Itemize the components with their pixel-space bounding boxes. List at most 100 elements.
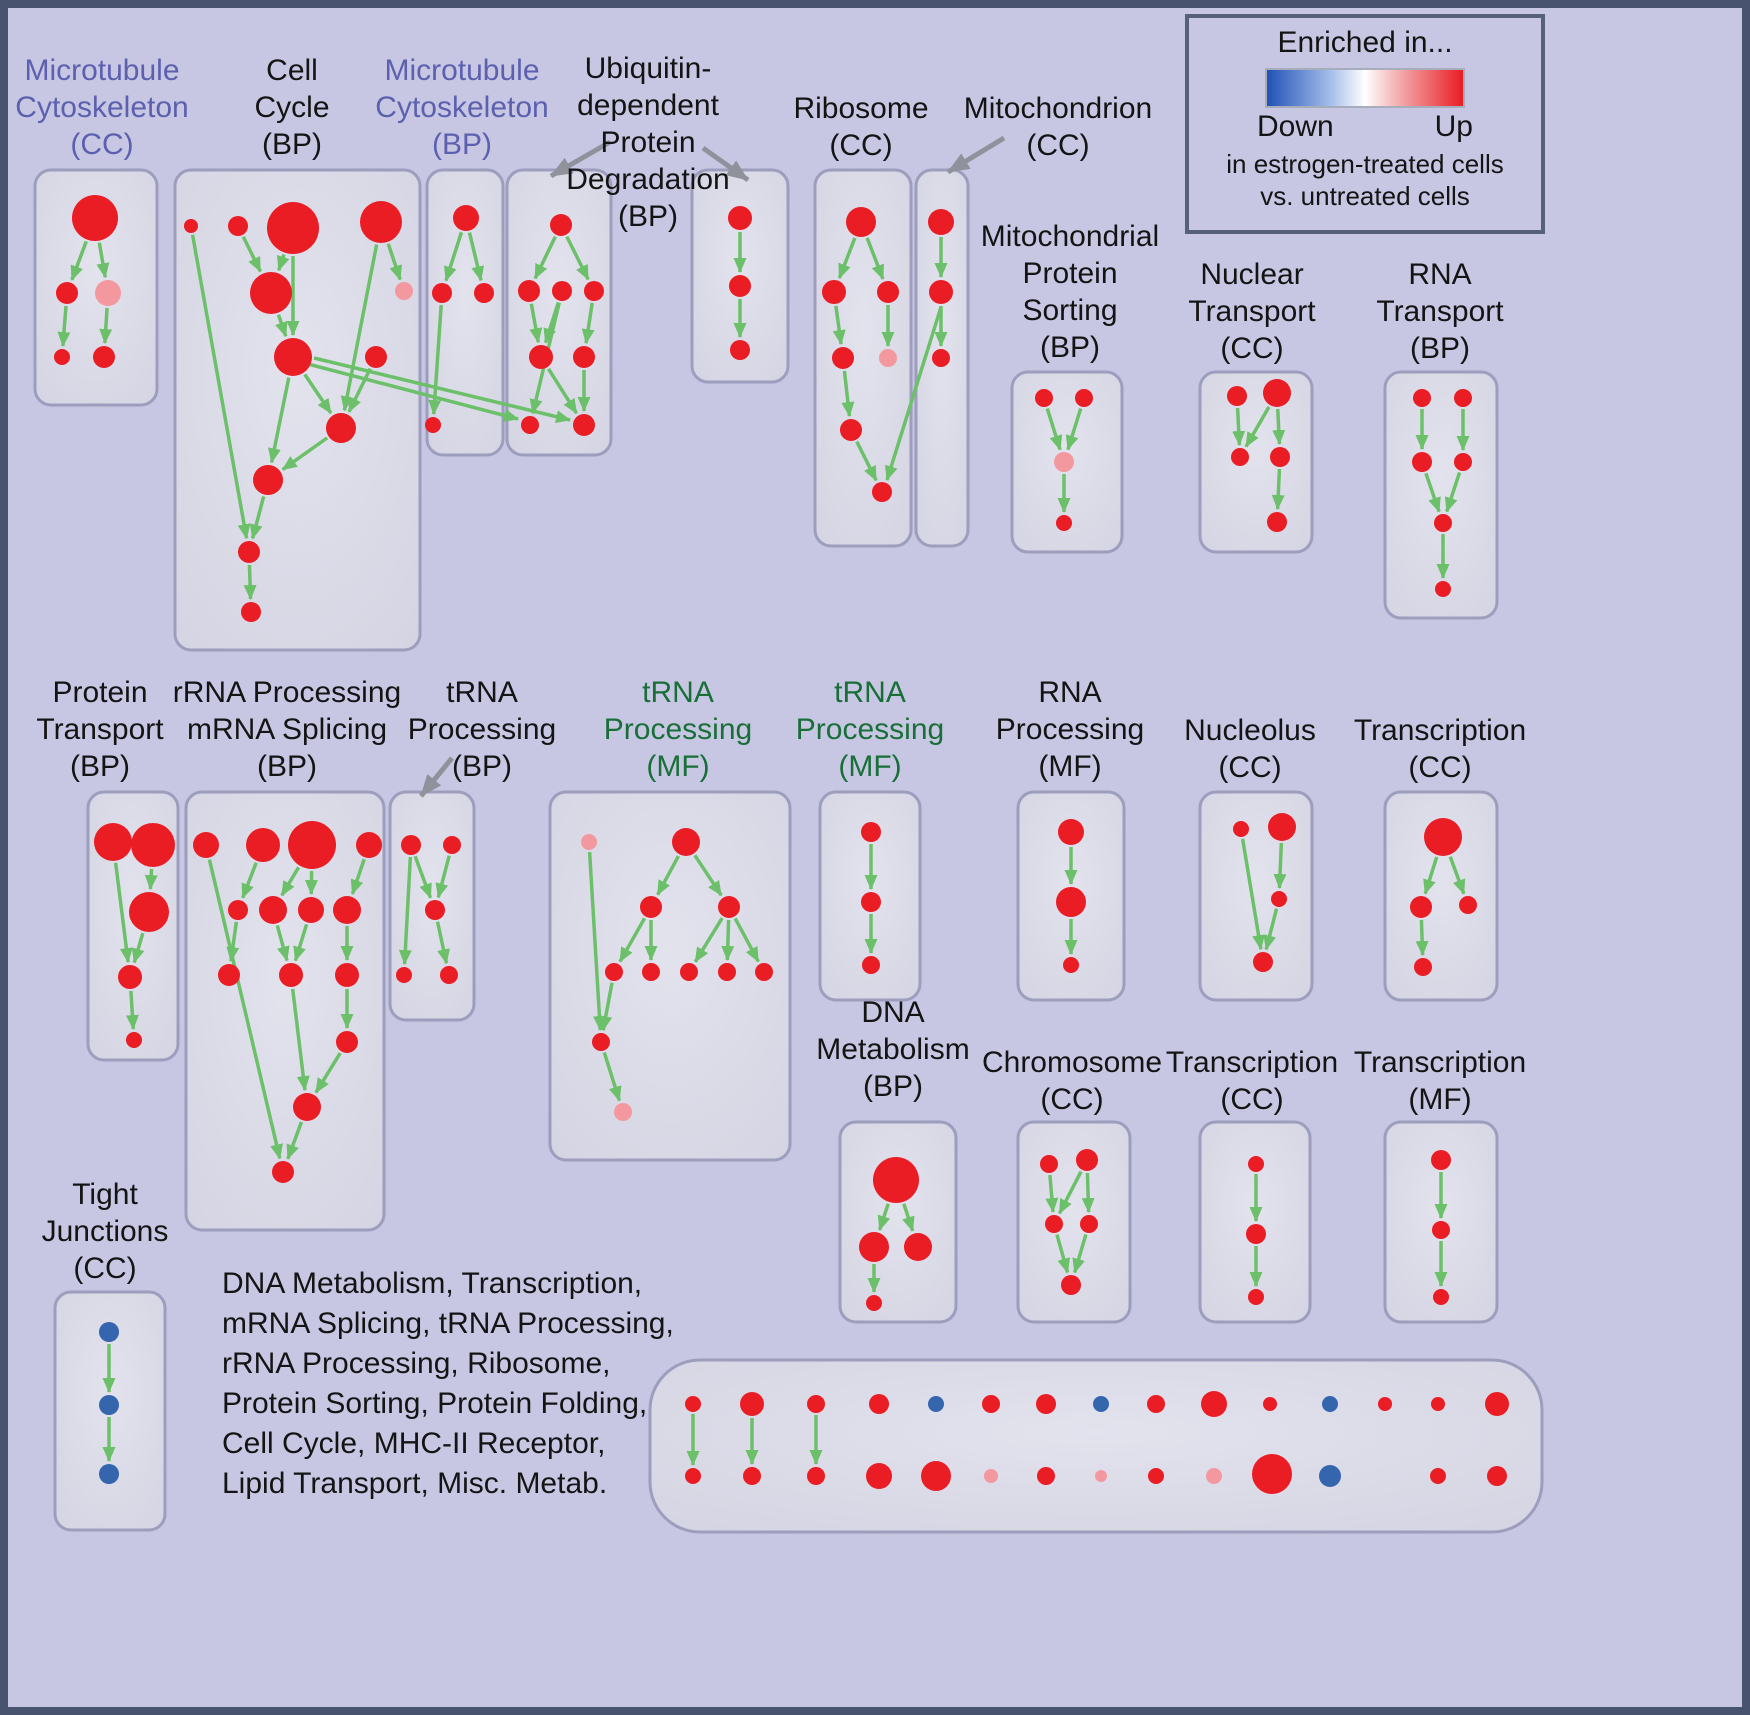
- trna-processing-bp-edge: [435, 855, 451, 899]
- legend-subtitle-1: in estrogen-treated cells: [1226, 149, 1504, 179]
- trna-processing-bp-node-0: [401, 835, 421, 855]
- mitochondrial-protein-sorting-bp-edge: [1065, 407, 1083, 451]
- cell-cycle-bp-edge: [243, 564, 257, 601]
- rrna-processing-mrna-splicing-bp-node-1: [246, 828, 280, 862]
- transcription-cc-bottom-node-0: [1248, 1156, 1264, 1172]
- ubiquitin-degradation-left-edge: [581, 302, 595, 345]
- misc-cluster-node-15: [1095, 1470, 1107, 1482]
- dna-metabolism-bp-node-3: [866, 1295, 882, 1311]
- microtubule-cytoskeleton-cc-edge: [57, 305, 71, 348]
- chromosome-cc-node-0: [1040, 1155, 1058, 1173]
- protein-transport-bp-edge: [113, 862, 133, 964]
- nuclear-transport-cc-edge: [1232, 407, 1246, 447]
- dna-metabolism-bp-edge: [877, 1203, 891, 1231]
- misc-caption-line: mRNA Splicing, tRNA Processing,: [222, 1307, 674, 1340]
- label-pointer-arrow: [946, 135, 1006, 175]
- cell-cycle-bp-node-6: [274, 338, 312, 376]
- trna-processing-bp-node-2: [425, 900, 445, 920]
- rrna-processing-mrna-splicing-bp-node-13: [272, 1161, 294, 1183]
- rrna-processing-mrna-splicing-bp-node-6: [298, 897, 324, 923]
- nucleolus-cc-node-1: [1268, 813, 1296, 841]
- microtubule-cytoskeleton-bp-edge: [467, 232, 485, 282]
- rna-transport-bp-edge: [1444, 471, 1462, 513]
- transcription-cc-mid-box: [1383, 790, 1499, 1002]
- tight-junctions-cc-node-2: [99, 1464, 119, 1484]
- cell-cycle-bp-edge: [281, 436, 329, 471]
- transcription-cc-bottom-box: [1198, 1120, 1312, 1324]
- cell-cycle-bp-node-10: [238, 541, 260, 563]
- trna-processing-bp-edge: [398, 856, 413, 966]
- nucleolus-cc-box: [1198, 790, 1314, 1002]
- rna-transport-bp-box: [1383, 370, 1499, 620]
- misc-cluster-node-21: [1252, 1454, 1292, 1494]
- nuclear-transport-cc-edge: [1271, 468, 1285, 511]
- cell-cycle-bp-edge: [190, 234, 251, 540]
- misc-cluster-node-16: [1147, 1395, 1165, 1413]
- ubiquitin-degradation-left-node-0: [550, 214, 572, 236]
- misc-cluster-node-4: [807, 1395, 825, 1413]
- cell-cycle-bp-edge: [268, 377, 291, 464]
- misc-cluster-node-11: [984, 1469, 998, 1483]
- chromosome-cc-edge: [1072, 1234, 1088, 1274]
- transcription-cc-mid-edge: [1415, 919, 1429, 957]
- protein-transport-bp-node-3: [118, 965, 142, 989]
- misc-cluster-caption: DNA Metabolism, Transcription, mRNA Spli…: [222, 1264, 674, 1504]
- misc-cluster-node-19: [1206, 1468, 1222, 1484]
- misc-caption-line: Cell Cycle, MHC-II Receptor,: [222, 1427, 606, 1460]
- misc-cluster-node-18: [1201, 1391, 1227, 1417]
- cell-cycle-bp-edge: [275, 314, 288, 338]
- misc-cluster-node-5: [807, 1467, 825, 1485]
- ubiquitin-degradation-left-node-3: [584, 281, 604, 301]
- ubiquitin-degradation-right-node-2: [730, 340, 750, 360]
- rrna-processing-mrna-splicing-bp-edge: [275, 924, 290, 962]
- cell-cycle-bp-node-9: [253, 465, 283, 495]
- transcription-cc-bottom-label: Transcription(CC): [1166, 1046, 1338, 1116]
- cell-cycle-bp-edge: [241, 235, 262, 273]
- trna-processing-bp-node-1: [443, 836, 461, 854]
- rrna-processing-mrna-splicing-bp-edge: [290, 988, 310, 1092]
- trna-processing-mf-large-node-2: [640, 896, 662, 918]
- protein-transport-bp-node-0: [94, 823, 132, 861]
- ribosome-cc-edge: [865, 237, 885, 280]
- ribosome-cc-edge: [832, 305, 846, 346]
- misc-caption-line: Lipid Transport, Misc. Metab.: [222, 1467, 608, 1500]
- protein-transport-bp-node-2: [129, 892, 169, 932]
- nucleolus-cc-node-2: [1271, 891, 1287, 907]
- dna-metabolism-bp-node-2: [904, 1233, 932, 1261]
- legend-down-label: Down: [1257, 110, 1334, 143]
- microtubule-cytoskeleton-cc-node-2: [95, 280, 121, 306]
- trna-processing-mf-large-node-6: [680, 963, 698, 981]
- mitochondrial-protein-sorting-bp-node-0: [1035, 389, 1053, 407]
- misc-cluster-node-28: [1487, 1466, 1507, 1486]
- trna-processing-mf-small-node-0: [861, 822, 881, 842]
- rna-processing-mf-node-1: [1056, 887, 1086, 917]
- ubiquitin-degradation-left-box: [505, 168, 613, 457]
- ubiquitin-degradation-left-node-1: [518, 280, 540, 302]
- legend-subtitle-2: vs. untreated cells: [1260, 181, 1470, 211]
- rrna-processing-mrna-splicing-bp-edge: [350, 858, 366, 895]
- misc-cluster-node-17: [1148, 1468, 1164, 1484]
- mitochondrial-protein-sorting-bp-edge: [1045, 407, 1063, 451]
- misc-cluster-node-1: [685, 1468, 701, 1484]
- ubiquitin-degradation-left-edge: [533, 235, 557, 280]
- microtubule-cytoskeleton-cc-edge: [99, 307, 113, 345]
- dna-metabolism-bp-box: [838, 1120, 958, 1324]
- ribosome-cc-node-2: [877, 281, 899, 303]
- chromosome-cc-label: Chromosome(CC): [982, 1046, 1162, 1116]
- transcription-cc-mid-edge: [1423, 856, 1439, 895]
- rrna-processing-mrna-splicing-bp-node-8: [218, 964, 240, 986]
- ubiquitin-degradation-left-node-5: [573, 346, 595, 368]
- trna-processing-mf-large-node-8: [755, 963, 773, 981]
- ubiquitin-degradation-left-node-2: [552, 281, 572, 301]
- cell-cycle-bp-node-3: [360, 201, 402, 243]
- rrna-processing-mrna-splicing-bp-edge: [293, 923, 309, 962]
- microtubule-cytoskeleton-bp-node-1: [432, 283, 452, 303]
